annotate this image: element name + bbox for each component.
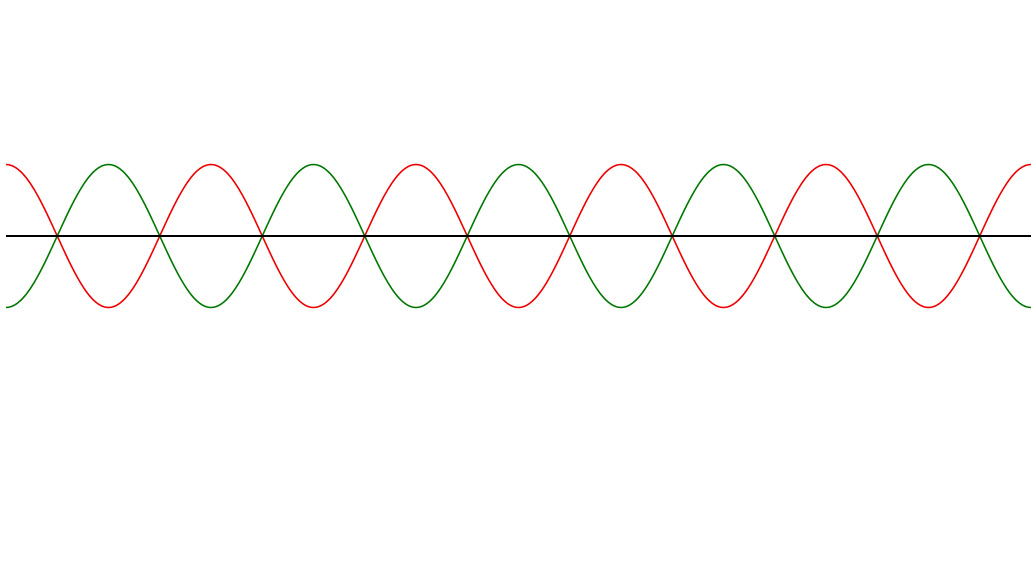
series-line-2 [5, 163, 1032, 309]
series-layer [5, 163, 1032, 309]
series-line-1 [5, 163, 1032, 309]
